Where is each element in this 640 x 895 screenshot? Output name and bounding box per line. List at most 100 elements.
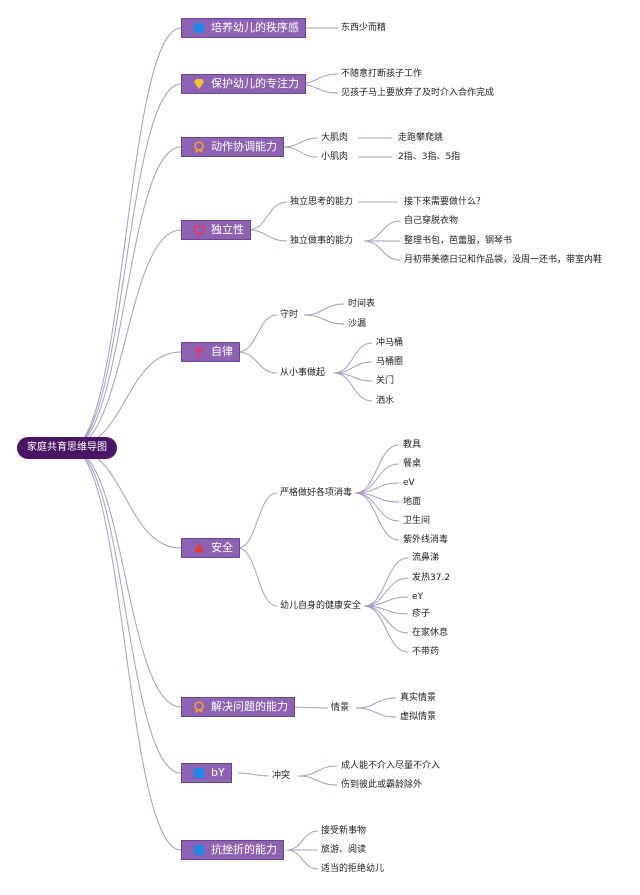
leaf[interactable]: 不带药 [412,647,440,657]
leaf[interactable]: 疹子 [412,609,431,619]
topic-safety[interactable]: 安全 [181,538,240,558]
subtopic[interactable]: 独立做事的能力 [290,236,354,246]
root-branch-line [69,447,182,851]
leaf[interactable]: 教具 [403,440,422,450]
topic-label: 动作协调能力 [211,140,277,153]
subtopic[interactable]: 见孩子马上要放弃了及时介入合作完成 [341,88,495,98]
connector-line [286,849,319,870]
connector-line [289,706,329,709]
connector-line [237,492,278,549]
leaf[interactable]: 成人能不介入尽量不介入 [341,761,441,771]
connector-line [354,492,400,541]
connector-line [297,765,338,777]
topic-order-sense[interactable]: 培养幼儿的秩序感 [181,18,306,38]
heart-icon [192,223,206,237]
connector-line [333,342,373,374]
connector-line [237,772,270,777]
connector-line [333,372,373,402]
leaf[interactable]: 真实情景 [400,693,437,703]
leaf[interactable]: 关门 [376,376,395,386]
subtopic[interactable]: 从小事做起 [280,368,326,378]
leaf[interactable]: 马桶圈 [376,357,404,367]
connector-line [354,482,400,494]
leaf[interactable]: 自己穿脱衣物 [404,216,459,226]
connector-line [363,557,409,607]
topic-self-discipline[interactable]: 自律 [181,342,240,362]
connector-line [282,146,319,158]
connector-line [363,220,401,242]
leaf[interactable]: 2指、3指、5指 [398,152,461,162]
root-branch-line [69,146,182,449]
connector-line [247,201,288,231]
root-branch-line [69,27,182,449]
connector-line [286,830,319,851]
subtopic[interactable]: 情景 [331,703,350,713]
subtopic[interactable]: 不随意打断孩子工作 [341,69,423,79]
subtopic[interactable]: 接受新事物 [321,826,367,836]
topic-label: 独立性 [211,223,244,236]
subtopic[interactable]: 大肌肉 [321,133,349,143]
leaf[interactable]: eY [412,592,424,602]
connector-line [247,229,288,242]
topic-label: 自律 [211,345,233,358]
topic-resilience[interactable]: 抗挫折的能力 [181,840,284,860]
topic-independence[interactable]: 独立性 [181,220,251,240]
subtopic[interactable]: 旅游、阅读 [321,845,367,855]
root-topic[interactable]: 家庭共育思维导图 [17,437,117,459]
leaf[interactable]: 洒水 [376,396,395,406]
leaf[interactable]: 伤到彼此或霸龄除外 [341,780,423,790]
diamond-icon [192,77,206,91]
leaf[interactable]: 虚拟情景 [400,712,437,722]
medal-icon [192,140,206,154]
leaf[interactable]: 走跑攀爬跳 [398,133,444,143]
connector-line [354,444,400,494]
topic-by[interactable]: bY [181,763,232,783]
connector-line [237,547,278,607]
topic-label: 解决问题的能力 [211,700,288,713]
connector-line [363,577,409,607]
leaf[interactable]: 月初带美德日记和作品袋，没周一还书，带室内鞋 [404,255,603,265]
connector-line [355,697,397,709]
connector-line [355,707,397,718]
leaf[interactable]: 接下来需要做什么？ [404,197,486,207]
leaf[interactable]: 发热37.2 [412,573,451,583]
leaf[interactable]: 沙漏 [348,319,367,329]
topic-coordination[interactable]: 动作协调能力 [181,137,284,157]
leaf[interactable]: 地面 [403,497,422,507]
leaf[interactable]: eV [403,478,415,488]
connector-line [363,605,409,653]
leaf[interactable]: 冲马桶 [376,338,404,348]
leaf[interactable]: 时间表 [348,299,376,309]
trophy-icon [192,345,206,359]
leaf[interactable]: 在家休息 [412,628,449,638]
leaf[interactable]: 整理书包，芭蕾服，钢琴书 [404,236,513,246]
root-branch-line [69,83,182,449]
subtopic[interactable]: 独立思考的能力 [290,197,354,207]
topic-label: 抗挫折的能力 [211,843,277,856]
subtopic[interactable]: 守时 [280,310,299,320]
root-branch-line [69,447,182,774]
connector-line [303,303,345,316]
topic-problem-solving[interactable]: 解决问题的能力 [181,697,295,717]
subtopic[interactable]: 小肌肉 [321,152,349,162]
connector-line [282,137,319,148]
blue-square-icon [192,21,206,35]
leaf[interactable]: 餐桌 [403,459,422,469]
topic-label: 安全 [211,541,233,554]
root-branch-line [69,447,182,708]
blue-square-icon [192,843,206,857]
leaf[interactable]: 流鼻涕 [412,553,440,563]
subtopic[interactable]: 冲突 [272,771,291,781]
blue-square-icon [192,766,206,780]
leaf[interactable]: 卫生间 [403,516,431,526]
connector-line [237,314,278,353]
subtopic[interactable]: 幼儿自身的健康安全 [280,601,362,611]
subtopic[interactable]: 东西少而精 [341,23,387,33]
leaf[interactable]: 紫外线消毒 [403,535,449,545]
connector-line [333,361,373,374]
connector-line [237,351,278,374]
topic-label: bY [211,766,225,779]
topic-focus[interactable]: 保护幼儿的专注力 [181,74,306,94]
subtopic[interactable]: 适当的拒绝幼儿 [321,864,385,874]
subtopic[interactable]: 严格做好各项消毒 [280,488,353,498]
